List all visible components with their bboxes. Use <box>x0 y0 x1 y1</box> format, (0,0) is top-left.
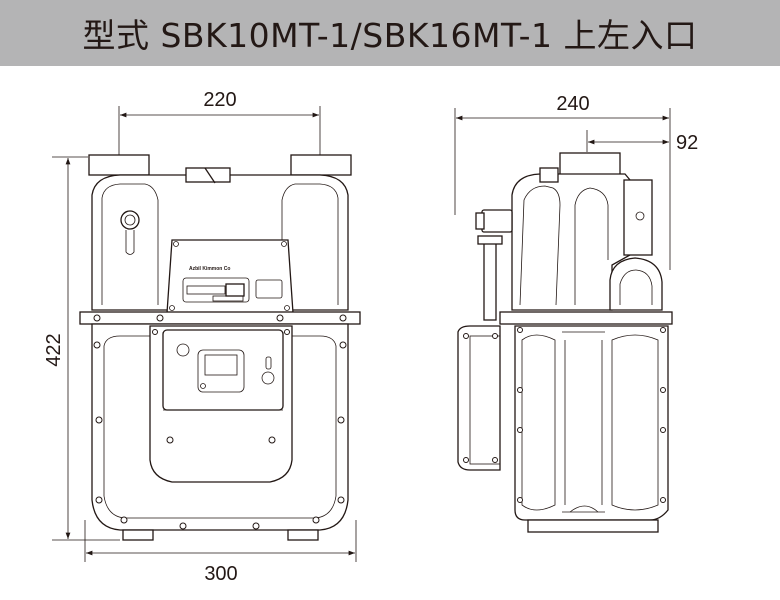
dimension-422: 422 <box>43 156 120 541</box>
svg-text:92: 92 <box>676 132 698 154</box>
svg-text:300: 300 <box>204 563 237 585</box>
dimension-240: 240 <box>454 93 671 270</box>
dimension-300: 300 <box>84 520 357 585</box>
page-title: 型式 SBK10MT-1/SBK16MT-1 上左入口 <box>82 16 698 55</box>
svg-text:422: 422 <box>43 333 65 366</box>
title-banner: 型式 SBK10MT-1/SBK16MT-1 上左入口 <box>0 0 780 66</box>
svg-text:220: 220 <box>203 89 236 111</box>
meter-side-view <box>457 152 673 533</box>
dimension-92: 92 <box>586 130 698 154</box>
meter-front-view: Azbil Kimmon Co <box>79 154 361 541</box>
dimension-220: 220 <box>118 89 321 158</box>
svg-text:240: 240 <box>556 93 589 115</box>
svg-text:Azbil Kimmon Co: Azbil Kimmon Co <box>189 266 230 272</box>
